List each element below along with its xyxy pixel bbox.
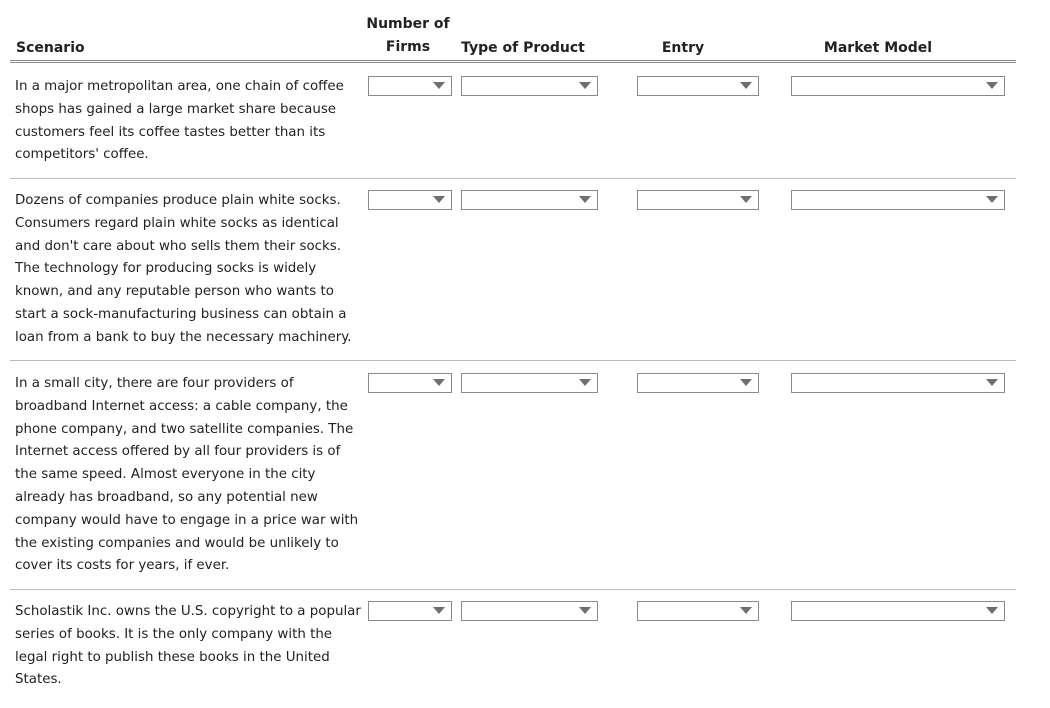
type-of-product-dropdown[interactable] [461, 190, 598, 210]
row-divider [10, 360, 1016, 361]
scenario-text: Dozens of companies produce plain white … [15, 193, 352, 345]
number-of-firms-dropdown[interactable] [368, 373, 452, 393]
market-model-dropdown[interactable] [791, 601, 1005, 621]
chevron-down-icon [986, 379, 998, 386]
scenario-text: In a small city, there are four provider… [15, 376, 359, 574]
market-model-dropdown[interactable] [791, 190, 1005, 210]
number-of-firms-dropdown[interactable] [368, 76, 452, 96]
row-divider [10, 589, 1016, 590]
entry-dropdown[interactable] [637, 373, 759, 393]
chevron-down-icon [740, 196, 752, 203]
chevron-down-icon [986, 82, 998, 89]
chevron-down-icon [986, 196, 998, 203]
scenario-text: In a major metropolitan area, one chain … [15, 79, 344, 163]
chevron-down-icon [579, 196, 591, 203]
chevron-down-icon [986, 607, 998, 614]
entry-dropdown[interactable] [637, 76, 759, 96]
chevron-down-icon [433, 379, 445, 386]
chevron-down-icon [740, 607, 752, 614]
number-of-firms-dropdown[interactable] [368, 601, 452, 621]
scenario-text: Scholastik Inc. owns the U.S. copyright … [15, 604, 361, 688]
chevron-down-icon [433, 82, 445, 89]
entry-dropdown[interactable] [637, 601, 759, 621]
chevron-down-icon [740, 379, 752, 386]
number-of-firms-dropdown[interactable] [368, 190, 452, 210]
header-number-of-firms: Number of Firms [358, 13, 458, 59]
entry-dropdown[interactable] [637, 190, 759, 210]
header-rule [10, 60, 1016, 63]
header-scenario: Scenario [16, 40, 85, 56]
chevron-down-icon [433, 607, 445, 614]
header-market-model: Market Model [823, 40, 933, 56]
header-type-of-product: Type of Product [461, 40, 585, 56]
row-divider [10, 178, 1016, 179]
chevron-down-icon [433, 196, 445, 203]
market-model-dropdown[interactable] [791, 373, 1005, 393]
chevron-down-icon [579, 607, 591, 614]
type-of-product-dropdown[interactable] [461, 601, 598, 621]
type-of-product-dropdown[interactable] [461, 373, 598, 393]
type-of-product-dropdown[interactable] [461, 76, 598, 96]
header-entry: Entry [661, 40, 705, 56]
chevron-down-icon [579, 379, 591, 386]
chevron-down-icon [740, 82, 752, 89]
market-model-dropdown[interactable] [791, 76, 1005, 96]
header-firms-line2: Firms [385, 39, 431, 55]
chevron-down-icon [579, 82, 591, 89]
header-firms-line1: Number of [366, 16, 450, 32]
